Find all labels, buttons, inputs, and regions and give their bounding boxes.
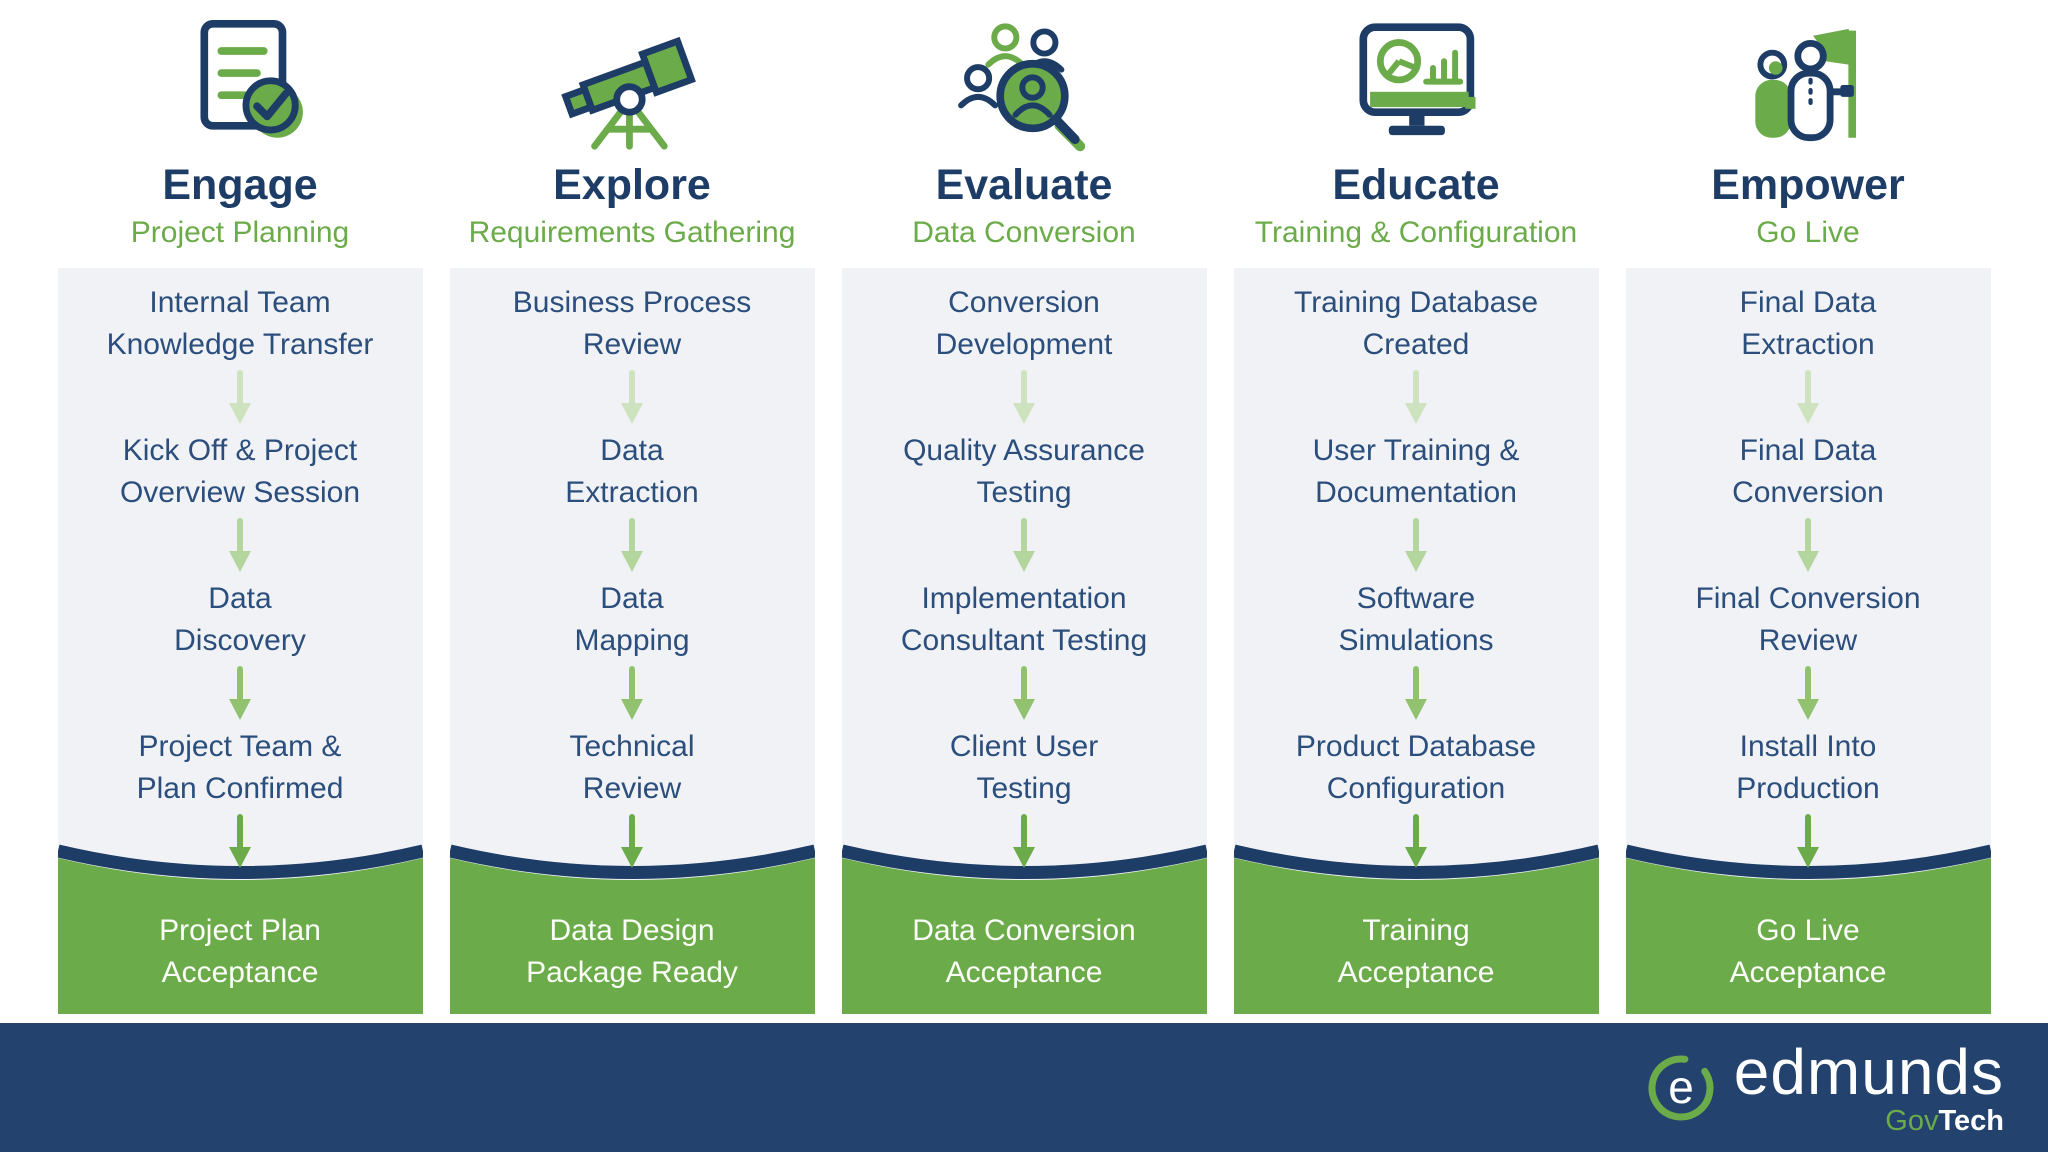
banner-curve [841,844,1207,902]
phase-title: Explore [553,161,711,209]
down-arrow-icon [1011,370,1037,426]
step-item: Project Team &Plan Confirmed [136,730,344,805]
down-arrow-icon [1011,518,1037,574]
down-arrow-icon [227,518,253,574]
telescope-icon [547,10,717,160]
banner-curve [1233,844,1599,902]
phase-subtitle: Go Live [1756,216,1860,249]
phase-subtitle: Project Planning [130,216,350,249]
phase-column-educate: Educate Training & Configuration Trainin… [1233,10,1599,1023]
down-arrow-icon [1795,814,1821,870]
document-check-icon [155,10,325,160]
people-flag-icon [1723,10,1893,160]
down-arrow-icon [619,370,645,426]
people-magnifier-icon [939,10,1109,160]
phase-title: Engage [162,161,318,209]
step-item: User Training &Documentation [1312,434,1520,509]
phase-subtitle: Requirements Gathering [468,216,796,249]
monitor-charts-icon [1331,10,1501,160]
down-arrow-icon [1795,518,1821,574]
banner-curve [57,844,423,902]
brand-lockup: e edmunds GovTech [1646,1040,2004,1136]
phase-title: Educate [1332,161,1500,209]
down-arrow-icon [1403,814,1429,870]
down-arrow-icon [227,814,253,870]
down-arrow-icon [227,370,253,426]
down-arrow-icon [619,814,645,870]
banner-curve [449,844,815,902]
phase-title: Evaluate [935,161,1113,209]
phase-subtitle: Training & Configuration [1254,216,1578,249]
down-arrow-icon [619,666,645,722]
footer-bar: e edmunds GovTech [0,1023,2048,1152]
down-arrow-icon [1403,518,1429,574]
down-arrow-icon [1011,666,1037,722]
svg-text:e: e [1668,1061,1694,1113]
down-arrow-icon [1795,666,1821,722]
brand-subname: GovTech [1885,1104,2004,1137]
brand-name: edmunds [1733,1035,2004,1108]
phase-column-explore: Explore Requirements Gathering Business … [449,10,815,1023]
edmunds-e-logo: e [1648,1055,1714,1120]
phase-title: Empower [1711,161,1905,209]
down-arrow-icon [1403,370,1429,426]
down-arrow-icon [619,518,645,574]
banner-curve [1625,844,1991,902]
phase-subtitle: Data Conversion [912,216,1136,249]
down-arrow-icon [227,666,253,722]
down-arrow-icon [1011,814,1037,870]
down-arrow-icon [1403,666,1429,722]
down-arrow-icon [1795,370,1821,426]
